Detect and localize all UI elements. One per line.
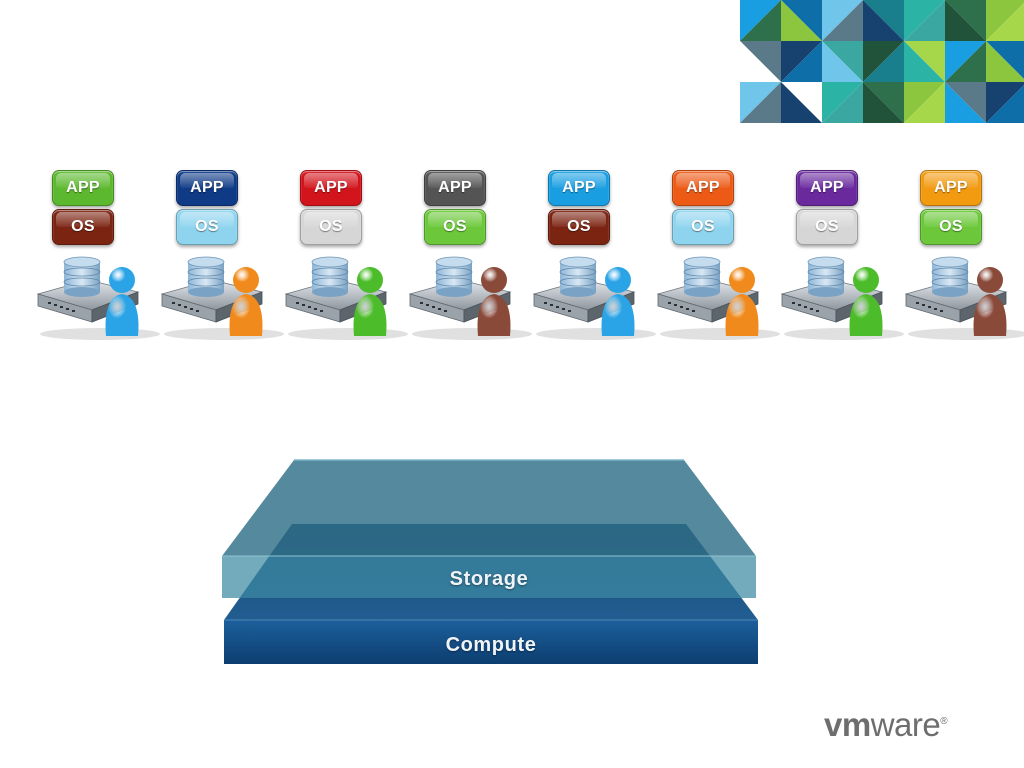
logo-triangle: [986, 82, 1024, 123]
app-badge-label: APP: [810, 179, 844, 196]
os-badge-label: OS: [567, 218, 591, 235]
logo-triangle: [945, 0, 986, 41]
logo-triangle: [986, 0, 1024, 41]
virtual-machine: APP OS: [282, 168, 412, 344]
app-badge-label: APP: [562, 179, 596, 196]
app-badge: APP: [672, 170, 734, 206]
os-badge-label: OS: [195, 218, 219, 235]
app-badge-label: APP: [934, 179, 968, 196]
os-badge: OS: [920, 209, 982, 245]
virtual-machine: APP OS: [654, 168, 784, 344]
os-badge: OS: [424, 209, 486, 245]
logo-triangle: [863, 82, 904, 123]
os-badge-label: OS: [691, 218, 715, 235]
virtual-machine: APP OS: [406, 168, 536, 344]
os-badge-label: OS: [939, 218, 963, 235]
server-user-icon: [160, 256, 284, 340]
logo-triangle: [986, 85, 1024, 123]
logo-triangle: [986, 3, 1024, 41]
app-badge: APP: [424, 170, 486, 206]
logo-triangle: [904, 82, 945, 123]
app-badge: APP: [796, 170, 858, 206]
logo-triangle: [740, 82, 781, 123]
logo-triangle: [945, 41, 986, 82]
virtual-machine: APP OS: [778, 168, 908, 344]
server-user-icon: [532, 256, 656, 340]
app-badge-label: APP: [66, 179, 100, 196]
server-user-icon: [656, 256, 780, 340]
server-user-icon: [904, 256, 1024, 340]
app-badge: APP: [300, 170, 362, 206]
app-badge: APP: [920, 170, 982, 206]
logo-triangle: [945, 82, 986, 123]
vmware-corner-logo: [740, 0, 1024, 123]
os-badge-label: OS: [815, 218, 839, 235]
os-badge-label: OS: [71, 218, 95, 235]
app-badge-label: APP: [314, 179, 348, 196]
logo-triangle: [822, 0, 863, 41]
virtual-machine: APP OS: [158, 168, 288, 344]
logo-triangle: [781, 41, 822, 82]
app-badge: APP: [52, 170, 114, 206]
os-badge-label: OS: [443, 218, 467, 235]
logo-triangle: [740, 0, 781, 41]
logo-triangle: [904, 41, 945, 82]
server-user-icon: [284, 256, 408, 340]
app-badge-label: APP: [686, 179, 720, 196]
virtual-machine: APP OS: [902, 168, 1024, 344]
app-badge: APP: [176, 170, 238, 206]
os-badge: OS: [796, 209, 858, 245]
os-badge: OS: [672, 209, 734, 245]
brand-registered-mark: ®: [940, 716, 948, 727]
logo-triangle: [904, 0, 945, 41]
os-badge: OS: [548, 209, 610, 245]
os-badge: OS: [300, 209, 362, 245]
virtual-machine: APP OS: [34, 168, 164, 344]
vmware-wordmark: vmware®: [824, 706, 984, 743]
logo-triangle: [863, 0, 904, 41]
virtual-machine: APP OS: [530, 168, 660, 344]
storage-label: Storage: [449, 568, 529, 590]
server-user-icon: [408, 256, 532, 340]
app-badge: APP: [548, 170, 610, 206]
compute-label: Compute: [445, 634, 537, 656]
logo-triangle: [822, 41, 863, 82]
server-user-icon: [780, 256, 904, 340]
brand-vm-text: vm: [824, 706, 871, 743]
app-badge-label: APP: [190, 179, 224, 196]
os-badge: OS: [52, 209, 114, 245]
app-badge-label: APP: [438, 179, 472, 196]
logo-triangle: [863, 41, 904, 82]
os-badge-label: OS: [319, 218, 343, 235]
logo-triangle: [986, 41, 1024, 82]
logo-triangle: [822, 82, 863, 123]
brand-ware-text: ware: [870, 706, 941, 743]
logo-triangle: [781, 82, 822, 123]
os-badge: OS: [176, 209, 238, 245]
server-user-icon: [36, 256, 160, 340]
logo-triangle: [740, 41, 781, 82]
logo-triangle: [781, 0, 822, 41]
